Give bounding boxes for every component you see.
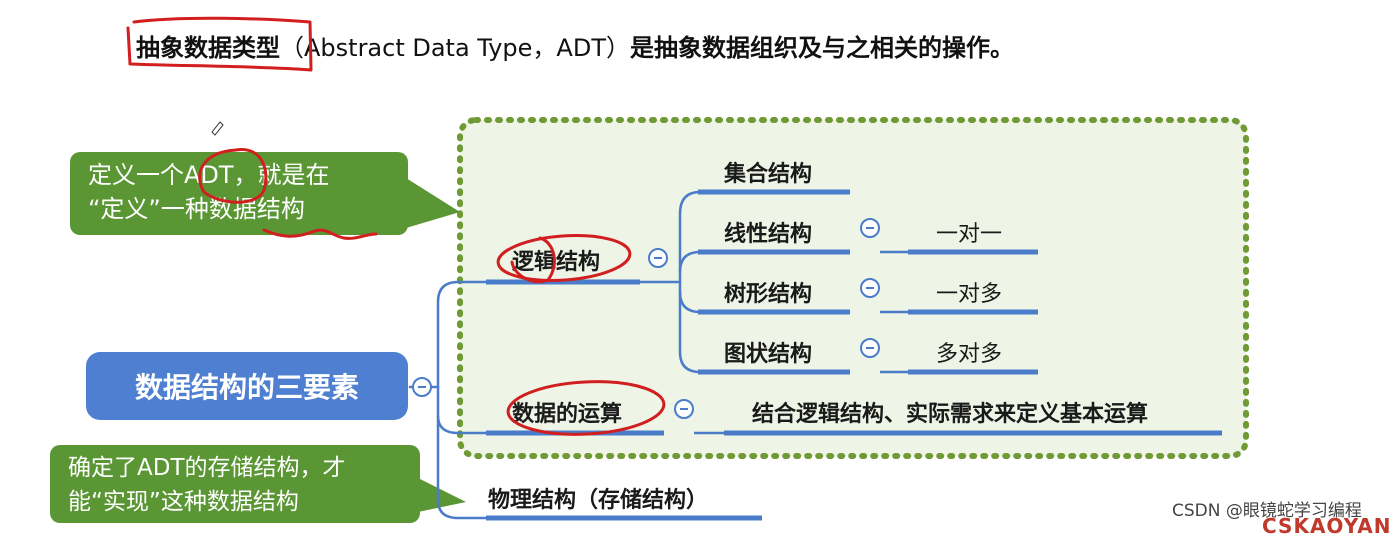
branch-set xyxy=(678,190,702,284)
node-graph-structure: 图状结构 xyxy=(724,342,813,367)
node-physical-structure: 物理结构（存储结构） xyxy=(488,488,709,513)
callout-top-line1: 定义一个ADT，就是在 xyxy=(88,161,330,189)
node-linear-structure: 线性结构 xyxy=(724,222,813,247)
csdn-watermark: CSDN @眼镜蛇学习编程 xyxy=(1172,501,1362,521)
heading-term: 抽象数据类型 xyxy=(136,34,280,62)
node-many-to-many: 多对多 xyxy=(936,342,1003,367)
collapse-graph-icon[interactable] xyxy=(860,338,880,358)
callout-bottom-line1: 确定了ADT的存储结构，才 xyxy=(68,455,346,481)
trunk-upper xyxy=(436,280,488,389)
callout-top-line2: “定义”一种数据结构 xyxy=(88,195,305,223)
root-node: 数据结构的三要素 xyxy=(86,352,408,420)
node-one-to-one: 一对一 xyxy=(936,222,1003,247)
node-data-operations: 数据的运算 xyxy=(512,402,623,427)
callout-bottom-line2: 能“实现”这种数据结构 xyxy=(68,489,299,515)
cskaoyan-brand: CSKAOYAN xyxy=(1262,514,1392,538)
callout-define-adt: 定义一个ADT，就是在 “定义”一种数据结构 xyxy=(70,152,408,235)
heading-rest: 是抽象数据组织及与之相关的操作。 xyxy=(630,34,1014,62)
node-operation-detail: 结合逻辑结构、实际需求来定义基本运算 xyxy=(752,402,1149,427)
root-label: 数据结构的三要素 xyxy=(134,371,359,404)
heading-paren: （Abstract Data Type，ADT） xyxy=(280,34,630,62)
node-one-to-many: 一对多 xyxy=(936,282,1003,307)
node-tree-structure: 树形结构 xyxy=(724,282,813,307)
branch-graph xyxy=(678,280,702,374)
adt-definition-heading: 抽象数据类型（Abstract Data Type，ADT）是抽象数据组织及与之… xyxy=(136,28,1014,63)
collapse-logical-icon[interactable] xyxy=(648,248,668,268)
node-set-structure: 集合结构 xyxy=(724,162,813,187)
branch-linear xyxy=(678,250,702,274)
callout-implement-adt: 确定了ADT的存储结构，才 能“实现”这种数据结构 xyxy=(50,445,420,523)
adt-mindmap-slide: 抽象数据类型（Abstract Data Type，ADT）是抽象数据组织及与之… xyxy=(50,16,1391,538)
trunk-lower xyxy=(436,414,488,520)
collapse-tree-icon[interactable] xyxy=(860,278,880,298)
collapse-root-icon[interactable] xyxy=(412,377,432,397)
callout-bottom-pointer xyxy=(418,478,466,512)
collapse-linear-icon[interactable] xyxy=(860,218,880,238)
callout-top-pointer xyxy=(406,178,460,228)
collapse-operation-icon[interactable] xyxy=(674,399,694,419)
node-logical-structure: 逻辑结构 xyxy=(512,250,601,275)
adt-scope-panel xyxy=(457,117,1249,459)
